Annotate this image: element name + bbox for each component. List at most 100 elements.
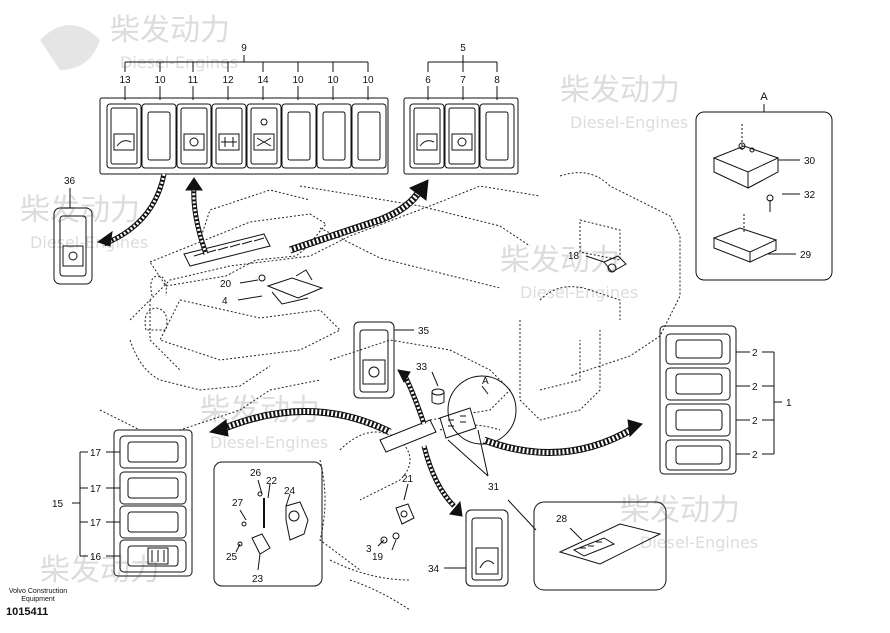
callout-4: 4 xyxy=(222,296,228,307)
switch-panel-left xyxy=(99,55,389,175)
svg-text:16: 16 xyxy=(90,552,102,563)
panel-left-switches xyxy=(106,103,387,169)
indicator-icon xyxy=(260,118,268,126)
defrost-icon xyxy=(451,133,473,151)
watermark-logo-5: 柴发动力 Diesel-Engines xyxy=(200,393,328,452)
publisher-footer: Volvo Construction Equipment 1015411 xyxy=(6,588,70,618)
callout-15: 15 xyxy=(52,499,64,510)
part-21-switch xyxy=(377,483,415,551)
watermark-logo-3: 柴发动力 Diesel-Engines xyxy=(20,193,148,252)
wiper-arc xyxy=(116,140,132,147)
arrow-to-left-stack xyxy=(208,408,392,437)
seat-heat-icon xyxy=(62,245,84,267)
switch-35 xyxy=(353,321,414,399)
svg-text:2: 2 xyxy=(752,348,758,359)
svg-text:17: 17 xyxy=(90,448,102,459)
svg-text:柴发动力: 柴发动力 xyxy=(20,193,140,228)
switch-36 xyxy=(53,188,93,285)
bracket-parts-callouts: 26 22 27 24 25 23 xyxy=(226,468,296,585)
callout-9: 9 xyxy=(241,43,247,54)
arrow-up-to-panel-left xyxy=(185,177,209,255)
arrow-to-switch-34 xyxy=(421,445,463,517)
light-icon xyxy=(183,133,205,151)
panel-28-box xyxy=(507,499,667,591)
panel-left-callouts: 13 10 11 12 14 10 10 10 xyxy=(119,75,374,86)
drawing-number: 1015411 xyxy=(6,606,49,618)
svg-text:2: 2 xyxy=(752,416,758,427)
callout-36: 36 xyxy=(64,176,76,187)
callout-1: 1 xyxy=(786,398,792,409)
svg-text:10: 10 xyxy=(292,75,304,86)
svg-text:Diesel-Engines: Diesel-Engines xyxy=(570,113,688,132)
svg-text:17: 17 xyxy=(90,484,102,495)
callout-a-marker: A xyxy=(482,376,489,387)
svg-text:柴发动力: 柴发动力 xyxy=(110,13,230,48)
svg-text:27: 27 xyxy=(232,498,244,509)
callout-3: 3 xyxy=(366,544,372,555)
detail-a-label: A xyxy=(760,91,768,103)
callout-33: 33 xyxy=(416,362,428,373)
detail-view-a xyxy=(695,104,833,281)
callout-31: 31 xyxy=(488,482,500,493)
callout-30: 30 xyxy=(804,156,816,167)
screw-icon xyxy=(766,194,774,202)
switch-panel-right xyxy=(403,55,519,175)
part-33-knob xyxy=(431,371,445,405)
work-light-icon xyxy=(147,547,169,565)
bulb-icon xyxy=(189,137,199,147)
watermark-logo-6: 柴发动力 Diesel-Engines xyxy=(620,493,758,552)
callout-19: 19 xyxy=(372,552,384,563)
svg-text:Diesel-Engines: Diesel-Engines xyxy=(640,533,758,552)
svg-text:13: 13 xyxy=(119,75,131,86)
seat-heater-icon xyxy=(475,547,499,575)
panel-left-icons xyxy=(113,118,275,151)
svg-text:11: 11 xyxy=(188,75,199,86)
assembly-arrows xyxy=(96,173,643,517)
callout-34: 34 xyxy=(428,564,440,575)
arrow-to-switch-36 xyxy=(96,173,167,247)
svg-text:24: 24 xyxy=(284,486,296,497)
switch-stack-right xyxy=(659,325,782,475)
part-18-socket xyxy=(585,255,627,273)
svg-text:10: 10 xyxy=(362,75,374,86)
arrow-to-panel-right xyxy=(288,179,429,254)
watermark-logo-2: 柴发动力 Diesel-Engines xyxy=(560,73,688,132)
tool-icon xyxy=(253,133,275,151)
arrow-to-switch-35 xyxy=(397,369,427,425)
callout-18: 18 xyxy=(568,251,580,262)
svg-text:10: 10 xyxy=(327,75,339,86)
svg-text:2: 2 xyxy=(752,450,758,461)
switch-stack-left xyxy=(72,429,193,577)
svg-text:柴发动力: 柴发动力 xyxy=(40,553,160,588)
callout-21: 21 xyxy=(402,474,414,485)
svg-text:22: 22 xyxy=(266,476,278,487)
svg-text:Diesel-Engines: Diesel-Engines xyxy=(520,283,638,302)
watermark-logo-7: 柴发动力 xyxy=(40,553,160,588)
svg-text:17: 17 xyxy=(90,518,102,529)
callout-35: 35 xyxy=(418,326,430,337)
publisher-line-2: Equipment xyxy=(21,596,55,603)
switch-stack-right-callouts: 2 2 2 2 1 xyxy=(752,348,792,461)
svg-text:14: 14 xyxy=(257,75,269,86)
dash-switch-strip xyxy=(183,233,477,453)
svg-text:26: 26 xyxy=(250,468,262,479)
callout-28: 28 xyxy=(556,514,568,525)
svg-text:柴发动力: 柴发动力 xyxy=(560,73,680,108)
fuse-block-base xyxy=(712,227,778,253)
publisher-line-1: Volvo Construction xyxy=(8,588,68,595)
fuse-block-top xyxy=(712,145,780,173)
svg-text:6: 6 xyxy=(425,75,431,86)
svg-text:12: 12 xyxy=(222,75,234,86)
watermark-logo-1: 柴发动力 Diesel-Engines xyxy=(40,13,238,72)
washer-icon xyxy=(416,133,438,151)
detail-a-marker xyxy=(447,375,517,477)
callout-29: 29 xyxy=(800,250,812,261)
svg-text:Diesel-Engines: Diesel-Engines xyxy=(30,233,148,252)
callout-20: 20 xyxy=(220,279,232,290)
switch-stack-left-callouts: 17 17 17 16 15 xyxy=(52,448,102,563)
svg-text:2: 2 xyxy=(752,382,758,393)
switch-34 xyxy=(444,509,509,587)
wiper-icon xyxy=(113,133,135,151)
bracket-parts-box xyxy=(213,461,323,587)
